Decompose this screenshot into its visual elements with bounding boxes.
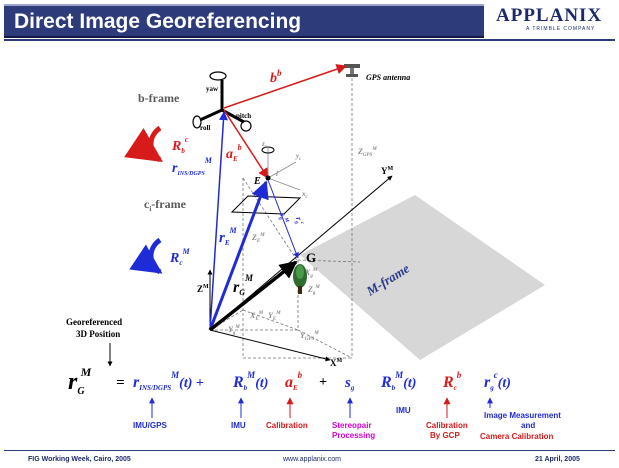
logo-tagline: A TRIMBLE COMPANY <box>526 26 596 32</box>
yaw-rotation-icon <box>209 71 227 81</box>
b-vector-label: bb <box>270 68 282 86</box>
x-m-axis-label: XM <box>330 358 343 368</box>
source-imu-2: IMU <box>396 406 411 415</box>
title-bar: Direct Image Georeferencing <box>4 4 484 38</box>
georeferencing-equation: rGM = rINS/DGPSM(t) + RbM(t) aEb + sg Rb… <box>68 365 511 397</box>
r-bc-label: Rbc <box>171 135 189 155</box>
yaw-label: yaw <box>206 85 219 93</box>
gps-antenna-icon <box>344 64 360 77</box>
r-cm-label: RcM <box>169 247 190 267</box>
y-m-axis-label: YM <box>381 166 394 176</box>
svg-text:i: i <box>276 170 278 178</box>
eq-lhs: rGM <box>68 365 92 397</box>
footer-date: 21 April, 2005 <box>535 456 580 463</box>
georef-label-line2: 3D Position <box>76 329 120 339</box>
point-e-marker <box>265 175 271 181</box>
source-calibration-gcp-2: By GCP <box>430 431 460 440</box>
source-imu: IMU <box>231 421 246 430</box>
georeferencing-diagram: M-frame ZM XM YM Z <box>66 64 561 441</box>
source-camera-calibration: Camera Calibration <box>480 432 553 441</box>
s-g-label: sgM <box>276 211 290 226</box>
r-e-vector-arrow <box>208 180 269 331</box>
gray-component-labels: ZGPSM XgM ZgM YgM XEM YEM YGPSM ZEM <box>228 147 377 342</box>
s-g-vector-arrow <box>267 179 299 259</box>
r-ins-vector-arrow <box>209 111 228 331</box>
svg-text:XgM: XgM <box>304 268 318 279</box>
footer-rule <box>4 450 615 451</box>
source-stereopair: Stereopair <box>332 421 372 430</box>
pitch-label: pitch <box>236 112 251 120</box>
eq-term-r-ins: rINS/DGPSM(t) + <box>133 370 204 392</box>
slide-header: Direct Image Georeferencing APPLANIX A T… <box>0 0 619 41</box>
svg-text:xc: xc <box>301 190 309 200</box>
eq-term-s-g: sg <box>344 375 355 392</box>
footer-event: FIG Working Week, Cairo, 2005 <box>28 456 131 463</box>
slide-footer: FIG Working Week, Cairo, 2005 www.applan… <box>0 450 619 468</box>
source-calibration: Calibration <box>266 421 308 430</box>
point-e-label: E <box>253 176 261 187</box>
r-cm-rotation-arrow <box>129 237 163 275</box>
eq-term-r-bm-2: RbM(t) <box>380 370 416 392</box>
a-e-vector-arrow <box>223 109 269 179</box>
eq-term-r-cb: Rcb <box>442 370 462 392</box>
c-frame-label: ci-frame <box>144 197 187 213</box>
svg-text:YGPSM: YGPSM <box>300 331 319 342</box>
z-m-axis-label: ZM <box>197 284 209 294</box>
svg-text:zc: zc <box>261 140 268 150</box>
slide-title: Direct Image Georeferencing <box>14 10 302 33</box>
svg-text:YEM: YEM <box>268 311 281 322</box>
image-plane <box>230 195 302 215</box>
roll-rotation-icon <box>192 115 202 129</box>
camera-rotation-icon <box>261 146 275 154</box>
b-vector-arrow <box>223 64 347 109</box>
svg-text:YgM: YgM <box>228 325 240 336</box>
source-and: and <box>521 421 535 430</box>
svg-text:ZgM: ZgM <box>307 285 320 296</box>
construction-lines <box>209 78 361 359</box>
eq-term-a-e: aEb <box>285 370 303 392</box>
svg-text:ZEM: ZEM <box>251 233 265 244</box>
header-rule <box>4 39 615 41</box>
r-ins-label: rINS/DGPSM <box>172 156 213 177</box>
source-imu-gps: IMU/GPS <box>133 421 167 430</box>
svg-text:ZGPSM: ZGPSM <box>357 147 377 158</box>
pitch-rotation-icon <box>240 120 252 132</box>
applanix-logo: APPLANIX A TRIMBLE COMPANY <box>496 5 614 33</box>
eq-term-r-bm: RbM(t) <box>232 370 268 392</box>
r-g-vector-arrow <box>208 260 298 332</box>
a-e-vector-label: aEb <box>226 143 242 163</box>
point-g-label: G <box>306 250 316 265</box>
ground-tree-icon <box>293 264 307 294</box>
gps-antenna-label: GPS antenna <box>366 73 410 82</box>
b-frame-label: b-frame <box>138 91 180 105</box>
camera-axis-labels: zc yc xc i <box>261 140 309 200</box>
r-bc-rotation-arrow <box>124 125 163 163</box>
source-labels: IMU/GPS IMU Calibration Stereopair Proce… <box>133 406 561 441</box>
svg-text:yc: yc <box>295 152 302 162</box>
svg-text:XEM: XEM <box>249 311 264 322</box>
roll-label: roll <box>200 124 210 132</box>
georef-label-line1: Georeferenced <box>66 317 122 327</box>
r-g-c-label: rgc <box>292 216 305 228</box>
r-g-label: rGM <box>233 273 254 297</box>
source-calibration-gcp-1: Calibration <box>426 421 468 430</box>
source-processing: Processing <box>332 431 375 440</box>
logo-name: APPLANIX <box>496 5 603 26</box>
m-frame-plane <box>300 195 545 360</box>
eq-plus: + <box>319 375 327 390</box>
source-image-measurement: Image Measurement <box>484 411 561 420</box>
r-e-label: rEM <box>219 226 238 247</box>
footer-website: www.applanix.com <box>283 456 341 463</box>
eq-equals: = <box>116 375 125 391</box>
x-m-axis <box>209 329 331 362</box>
eq-term-r-gc: rgc(t) <box>484 370 511 392</box>
